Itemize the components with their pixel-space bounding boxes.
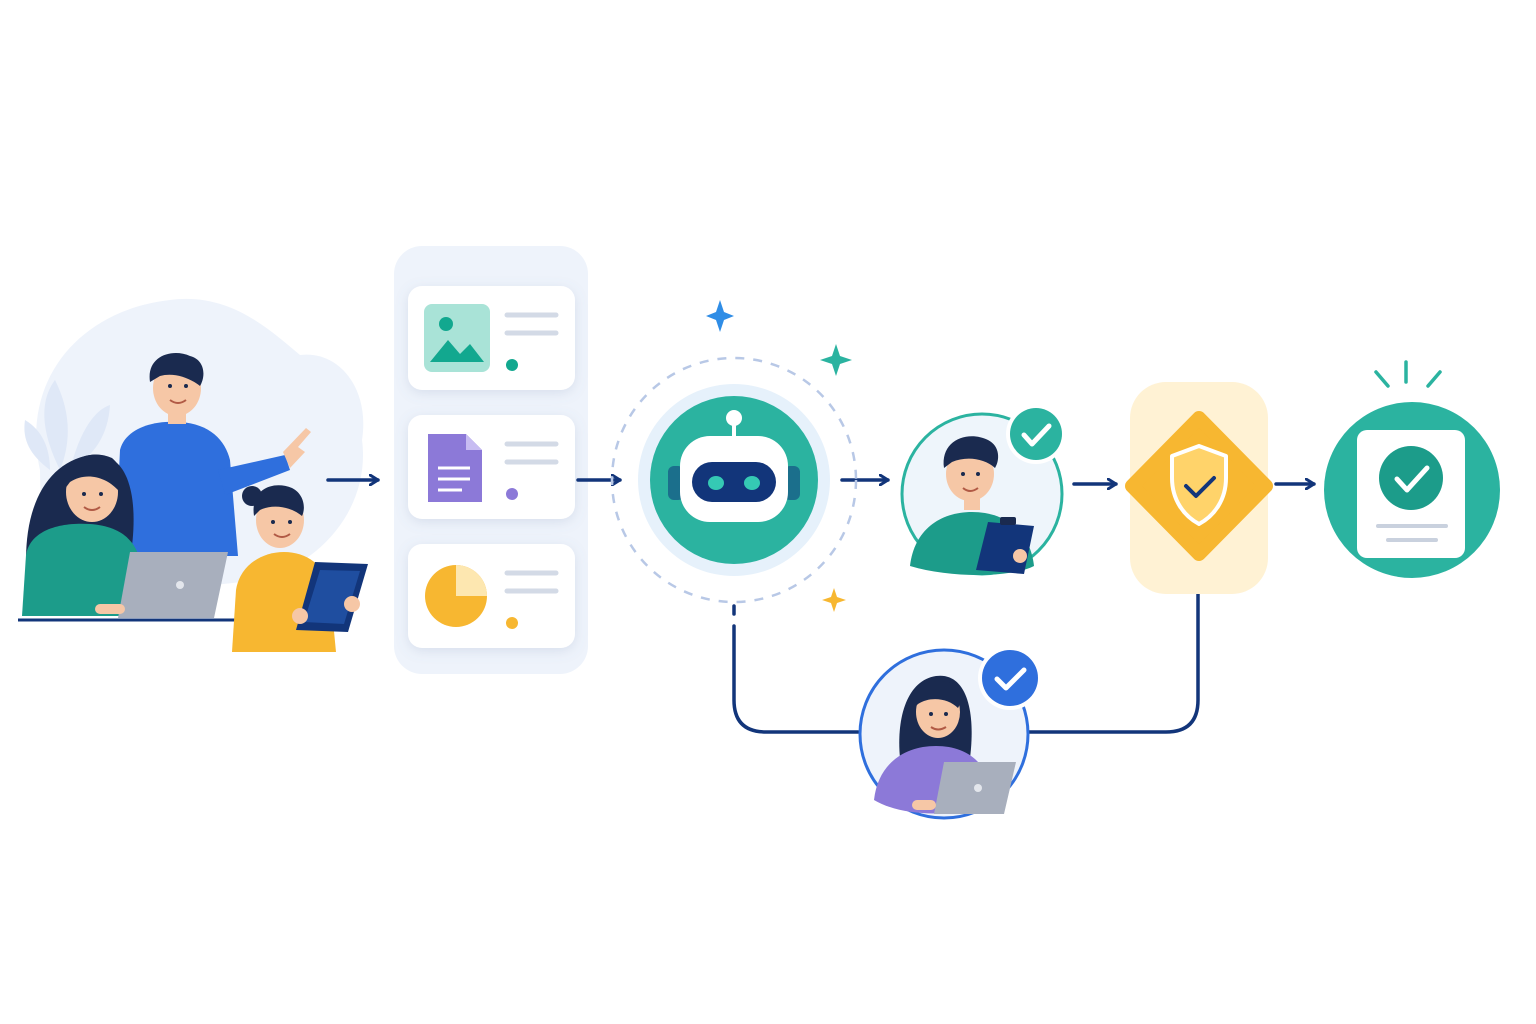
approved-output-node [1324, 360, 1500, 578]
branch-ai-to-reviewer-2 [732, 604, 860, 734]
chart-card-lines [504, 570, 559, 594]
compliance-node [1125, 382, 1273, 594]
image-icon [424, 304, 490, 372]
document-icon [428, 434, 482, 502]
team-illustration [18, 298, 368, 652]
image-card-lines [504, 312, 559, 336]
approved-document-icon [1357, 430, 1465, 558]
document-card-lines [504, 441, 559, 465]
approved-badge [1006, 404, 1066, 464]
leaf-decoration-icon [24, 380, 110, 470]
document-card-dot [506, 488, 518, 500]
content-inputs-panel [394, 246, 588, 674]
image-card-dot [506, 359, 518, 371]
robot-icon [668, 410, 800, 522]
reviewer-laptop-node [858, 646, 1042, 820]
ai-processing-node [610, 300, 858, 612]
reviewer-with-clipboard [910, 436, 1034, 575]
sparkle-icon [706, 300, 734, 332]
chart-card-dot [506, 617, 518, 629]
person-laptop-user [22, 454, 228, 618]
branch-reviewer-2-to-shield [1026, 564, 1198, 734]
sparkle-icon [820, 344, 852, 376]
person-presenter [115, 353, 311, 556]
shield-check-icon [1170, 444, 1228, 526]
check-icon [994, 667, 1027, 691]
sparkle-icon [822, 588, 846, 612]
ai-orbit-ring [610, 356, 858, 604]
glow-rays [1374, 360, 1442, 388]
pie-chart-icon [425, 565, 487, 627]
person-tablet-user [232, 485, 368, 652]
approved-badge [978, 646, 1042, 710]
check-icon [1021, 423, 1052, 447]
reviewer-clipboard-node [900, 404, 1066, 576]
reviewer-with-laptop [874, 675, 1016, 814]
